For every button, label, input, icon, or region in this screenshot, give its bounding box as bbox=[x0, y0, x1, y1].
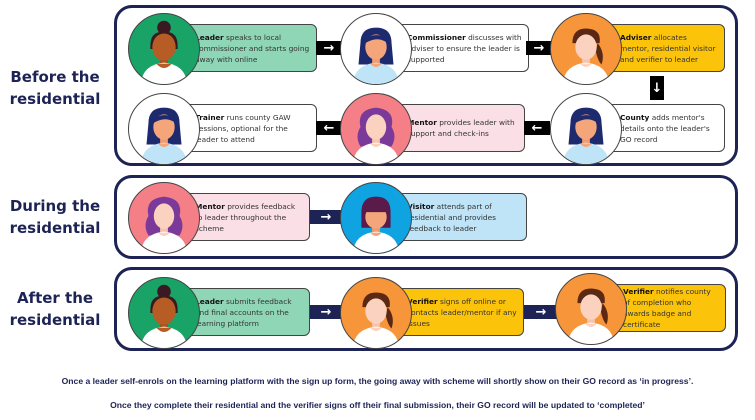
step-description: discusses with adviser to ensure the lea… bbox=[407, 32, 522, 64]
leader-avatar bbox=[128, 277, 200, 349]
panel-during-residential bbox=[114, 175, 738, 259]
step-text: Commissioner discusses with adviser to e… bbox=[407, 32, 522, 65]
arrow-left-icon: ← bbox=[316, 121, 342, 136]
county-avatar bbox=[550, 93, 622, 165]
trainer-avatar bbox=[128, 93, 200, 165]
step-description: attends part of residential and provides… bbox=[407, 201, 496, 233]
step-role: Mentor bbox=[407, 118, 437, 127]
step-description: provides feedback to leader throughout t… bbox=[195, 201, 296, 233]
step-text: Verifier signs off online or contacts le… bbox=[407, 296, 517, 329]
section-label-line: During the bbox=[9, 197, 101, 215]
leader-avatar bbox=[128, 13, 200, 85]
panel-before-residential bbox=[114, 5, 738, 166]
arrow-left-icon: ← bbox=[524, 121, 550, 136]
section-label-line: residential bbox=[9, 219, 101, 237]
section-label-line: residential bbox=[9, 90, 101, 108]
step-text: Mentor provides feedback to leader throu… bbox=[195, 201, 303, 234]
mentor-avatar bbox=[340, 93, 412, 165]
step-role: Verifier bbox=[407, 296, 438, 306]
step-role: Visitor bbox=[407, 201, 435, 211]
step-text: Adviser allocates mentor, residential vi… bbox=[620, 32, 718, 65]
step-text: County adds mentor's details onto the le… bbox=[620, 112, 718, 145]
arrow-right-icon: → bbox=[310, 210, 342, 225]
mentor-avatar bbox=[128, 182, 200, 254]
step-description: submits feedback and final accounts on t… bbox=[195, 296, 292, 328]
step-description: speaks to local commissioner and starts … bbox=[195, 32, 310, 64]
section-label-during: During the residential bbox=[0, 195, 110, 239]
step-role: County bbox=[620, 112, 650, 122]
step-text: Leader speaks to local commissioner and … bbox=[195, 32, 310, 65]
step-role: Mentor bbox=[195, 201, 225, 211]
step-role: Trainer bbox=[195, 112, 225, 122]
footnote-enrolment: Once a leader self-enrols on the learnin… bbox=[61, 376, 694, 386]
arrow-right-icon: → bbox=[526, 41, 552, 56]
step-text: Visitor attends part of residential and … bbox=[407, 201, 520, 234]
step-role: Leader bbox=[195, 296, 224, 306]
step-description: adds mentor's details onto the leader's … bbox=[620, 112, 710, 144]
step-role: Verifier bbox=[623, 287, 654, 296]
verifier-avatar bbox=[555, 273, 627, 345]
step-text: Leader submits feedback and final accoun… bbox=[195, 296, 303, 329]
step-role: Commissioner bbox=[407, 32, 466, 42]
step-text: Verifier notifies county of completion w… bbox=[623, 286, 719, 330]
step-description: allocates mentor, residential visitor an… bbox=[620, 32, 716, 64]
step-text: Trainer runs county GAW sessions, option… bbox=[195, 112, 310, 145]
adviser-avatar bbox=[550, 13, 622, 85]
arrow-right-icon: → bbox=[524, 305, 558, 320]
section-label-before: Before the residential bbox=[0, 66, 110, 110]
arrow-down-icon: ↓ bbox=[650, 76, 664, 100]
footnote-completion: Once they complete their residential and… bbox=[110, 400, 645, 410]
arrow-right-icon: → bbox=[316, 41, 342, 56]
step-description: signs off online or contacts leader/ment… bbox=[407, 296, 517, 328]
section-label-line: residential bbox=[9, 311, 101, 329]
commissioner-avatar bbox=[340, 13, 412, 85]
step-role: Adviser bbox=[620, 32, 652, 42]
arrow-right-icon: → bbox=[310, 305, 342, 320]
section-label-after: After the residential bbox=[0, 287, 110, 331]
step-description: runs county GAW sessions, optional for t… bbox=[195, 112, 291, 144]
step-description: provides leader with support and check-i… bbox=[407, 118, 515, 138]
step-role: Leader bbox=[195, 32, 224, 42]
verifier-avatar bbox=[340, 277, 412, 349]
panel-after-residential bbox=[114, 267, 738, 351]
visitor-avatar bbox=[340, 182, 412, 254]
section-label-line: After the bbox=[16, 289, 94, 307]
step-description: notifies county of completion who awards… bbox=[623, 287, 711, 329]
step-text: Mentor provides leader with support and … bbox=[407, 117, 518, 139]
section-label-line: Before the bbox=[10, 68, 100, 86]
